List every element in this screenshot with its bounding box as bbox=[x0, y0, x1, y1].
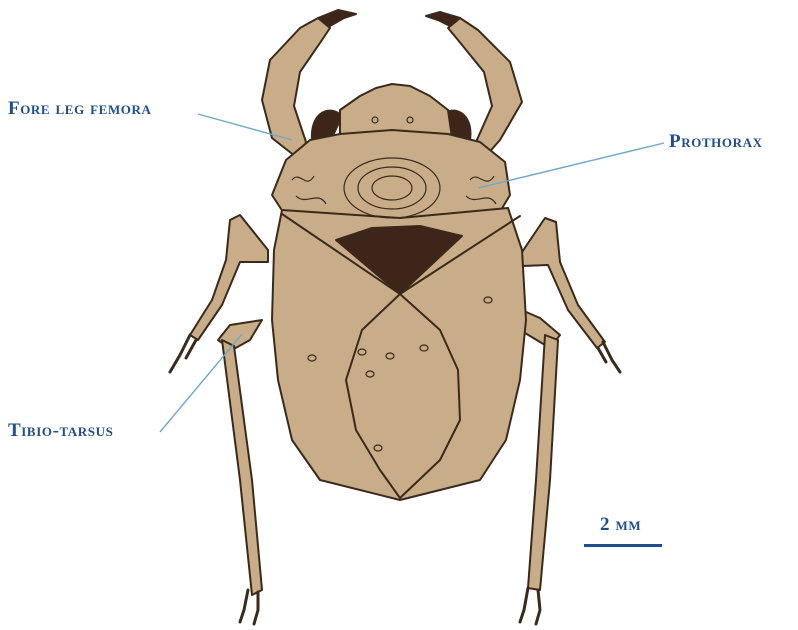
label-fore-leg-femora: Fore leg femora bbox=[8, 98, 152, 120]
scale-bar bbox=[584, 544, 662, 547]
scale-bar-label: 2 mm bbox=[600, 514, 641, 536]
hind-leg-left bbox=[218, 320, 262, 624]
middle-leg-right bbox=[520, 218, 620, 372]
label-prothorax: Prothorax bbox=[669, 131, 763, 153]
middle-leg-left bbox=[170, 215, 268, 372]
label-tibio-tarsus: Tibio-tarsus bbox=[8, 420, 113, 442]
